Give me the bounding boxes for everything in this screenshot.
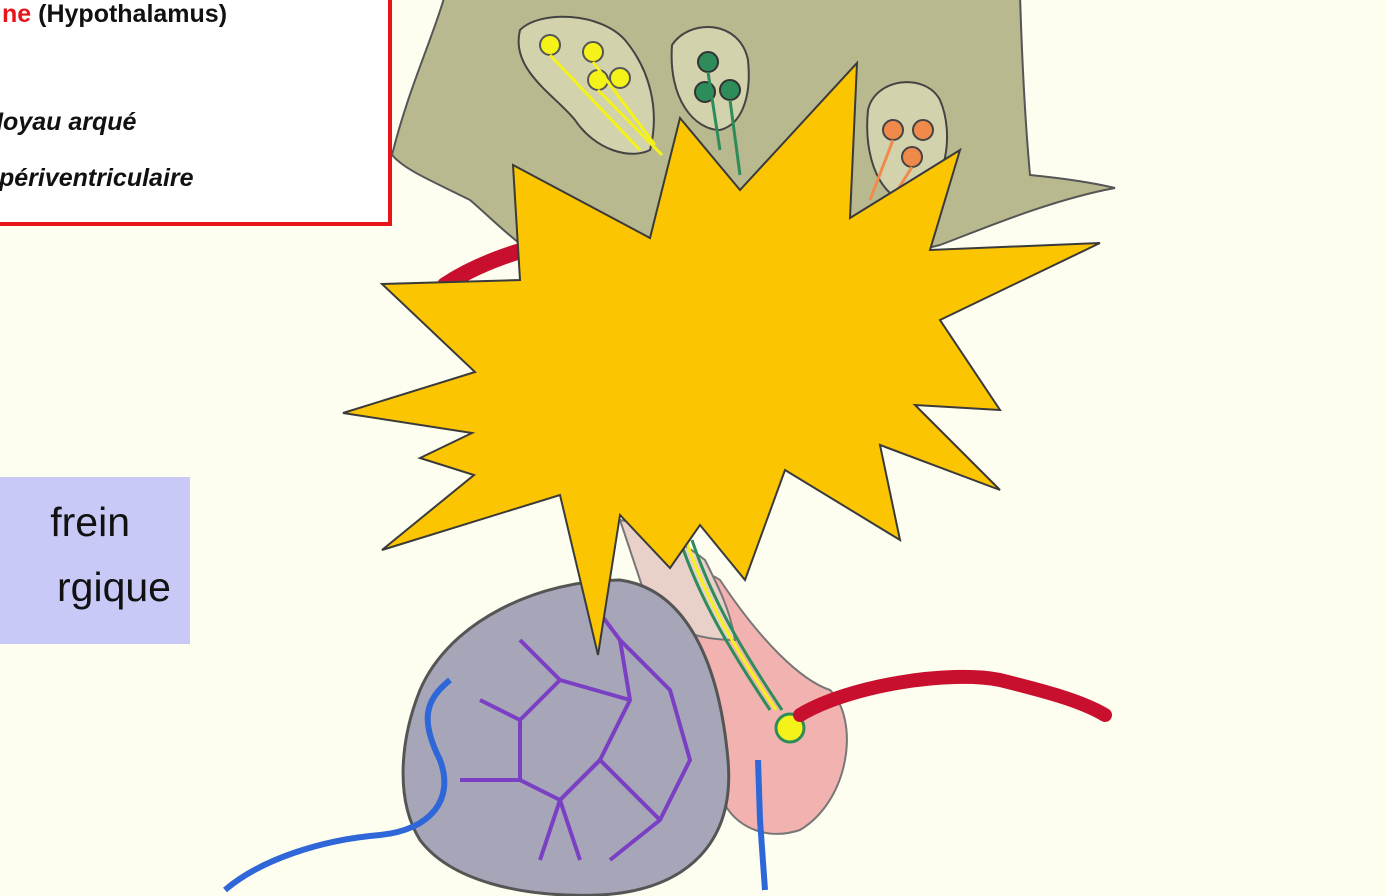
- anterior-pituitary: [403, 580, 729, 895]
- callout-line1-rest: (Hypothalamus): [31, 0, 227, 28]
- hypothalamus-callout-box: ne (Hypothalamus) Noyau arqué périventri…: [0, 0, 392, 226]
- callout-line1-red: ne: [2, 0, 31, 28]
- artery-right: [800, 677, 1105, 715]
- callout-line-noyau-arque: Noyau arqué: [0, 108, 136, 137]
- brake-label-box: frein rgique: [0, 477, 190, 644]
- callout-line-hypothalamus: ne (Hypothalamus): [2, 0, 227, 29]
- label-line-frein: frein: [50, 499, 130, 546]
- callout-line-periventriculaire: périventriculaire: [0, 164, 194, 193]
- label-line-rgique: rgique: [57, 564, 171, 611]
